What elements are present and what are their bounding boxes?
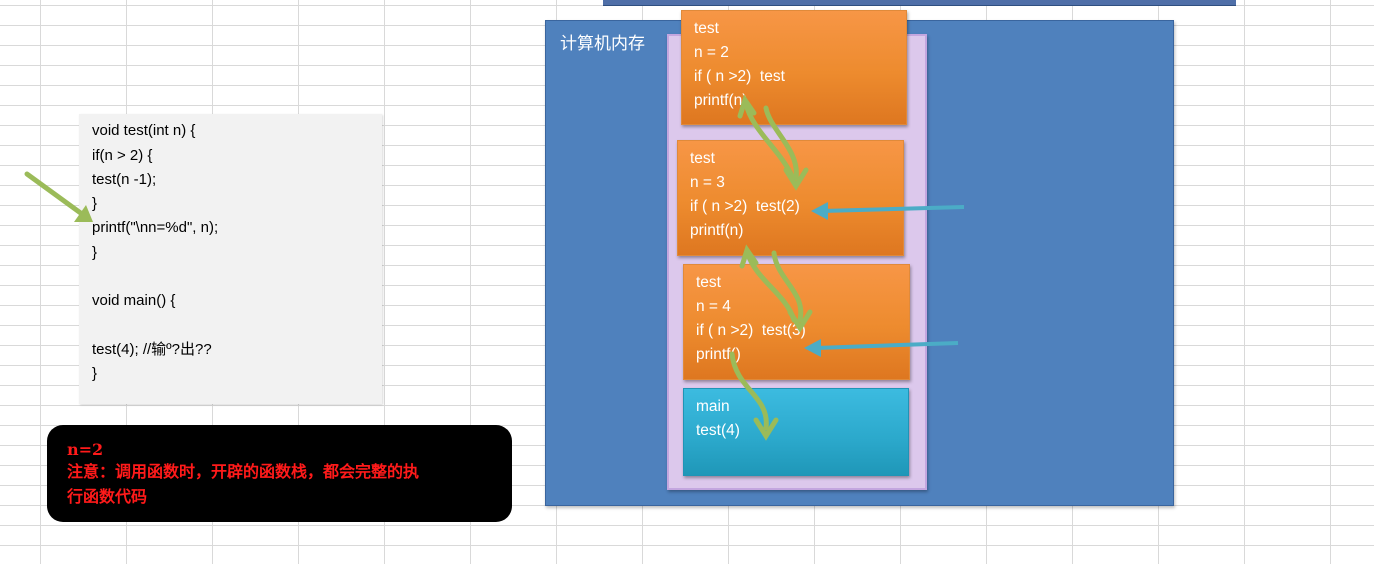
stack-frame-test-n3: test n = 3 if ( n >2) test(2) printf(n) (677, 140, 904, 256)
stack-frame-test-n2: test n = 2 if ( n >2) test printf(n) (681, 10, 907, 125)
frame-line: n = 2 (694, 44, 729, 61)
code-line: } (92, 365, 98, 382)
frame-line: if ( n >2) test(2) (690, 198, 800, 215)
pointer-arrow (24, 171, 93, 222)
memory-title: 计算机内存 (560, 34, 645, 54)
code-line: printf("\nn=%d", n); (92, 219, 219, 236)
frame-line: test (696, 274, 721, 291)
code-line: void test(int n) { (92, 122, 196, 139)
note-text: 行函数代码 (67, 487, 148, 506)
code-line: } (92, 195, 98, 212)
stack-frame-test-n4: test n = 4 if ( n >2) test(3) printf() (683, 264, 910, 380)
return-arrow-test2 (811, 202, 965, 220)
code-line: } (92, 244, 98, 261)
note-text: 注意：调用函数时，开辟的函数栈，都会完整的执 (67, 462, 420, 481)
curved-arrow-up-n3-n2 (737, 94, 795, 179)
frame-line: printf(n) (690, 222, 744, 239)
code-line: void main() { (92, 292, 176, 309)
frame-line: test(4) (696, 422, 740, 439)
curved-arrow-down-n4-main (729, 351, 779, 441)
frame-line: printf(n) (694, 92, 748, 109)
code-line: test(4); //输º?出?? (92, 341, 212, 358)
curved-arrow-up-n4-n3 (739, 244, 797, 323)
note-result: n=2 (67, 440, 104, 459)
frame-line: printf() (696, 346, 741, 363)
top-bar (603, 0, 1236, 6)
code-box: void test(int n) { if(n > 2) { test(n -1… (79, 114, 382, 404)
frame-line: n = 4 (696, 298, 731, 315)
code-line: test(n -1); (92, 171, 157, 188)
stack-frame-main: main test(4) (683, 388, 909, 476)
note-box: n=2 注意：调用函数时，开辟的函数栈，都会完整的执 行函数代码 (47, 425, 512, 522)
frame-line: test (694, 20, 719, 37)
frame-line: main (696, 398, 730, 415)
frame-line: if ( n >2) test(3) (696, 322, 806, 339)
code-line: if(n > 2) { (92, 147, 153, 164)
frame-line: n = 3 (690, 174, 725, 191)
return-arrow-test3 (804, 339, 959, 357)
frame-line: if ( n >2) test (694, 68, 785, 85)
frame-line: test (690, 150, 715, 167)
